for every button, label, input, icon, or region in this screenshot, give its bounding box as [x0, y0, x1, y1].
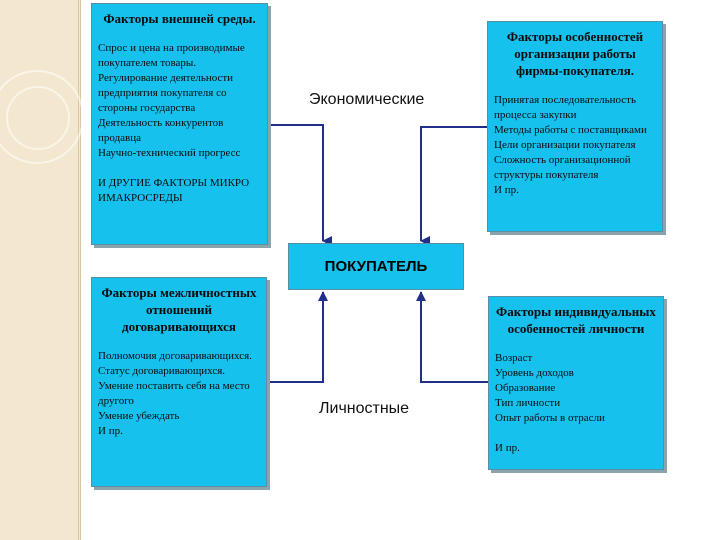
box-item: Спрос и цена на производимые покупателем… — [98, 41, 261, 71]
arrow-bottom-left — [268, 292, 323, 382]
box-item: Сложность организационной структуры поку… — [494, 153, 656, 183]
box-item: Принятая последовательность процесса зак… — [494, 93, 656, 123]
box-title: Факторы межличностных отношений договари… — [98, 284, 260, 335]
box-item: Уровень доходов — [495, 366, 657, 381]
arrow-top-right — [421, 127, 487, 241]
factor-box-individual: Факторы индивидуальных особенностей личн… — [488, 296, 664, 470]
box-item: Умение поставить себя на место другого — [98, 379, 260, 409]
box-item: Возраст — [495, 351, 657, 366]
box-item: Цели организации покупателя — [494, 138, 656, 153]
box-item: Полномочия договаривающихся. — [98, 349, 260, 364]
box-item: И пр. — [495, 441, 657, 456]
box-item: И ДРУГИЕ ФАКТОРЫ МИКРО ИМАКРОСРЕДЫ — [98, 176, 261, 206]
box-item: И пр. — [494, 183, 656, 198]
box-item: Тип личности — [495, 396, 657, 411]
factor-box-external: Факторы внешней среды. Спрос и цена на п… — [91, 3, 268, 245]
arrow-bottom-right — [421, 292, 488, 382]
box-title: Факторы особенностей организации работы … — [494, 28, 656, 79]
box-title: Факторы внешней среды. — [98, 10, 261, 27]
box-item: Статус договаривающихся. — [98, 364, 260, 379]
box-item: Умение убеждать — [98, 409, 260, 424]
box-item: Научно-технический прогресс — [98, 146, 261, 161]
box-item: Регулирование деятельности предприятия п… — [98, 71, 261, 116]
label-economic: Экономические — [309, 91, 424, 109]
box-item: И пр. — [98, 424, 260, 439]
box-item: Образование — [495, 381, 657, 396]
arrow-top-left — [268, 125, 323, 241]
center-buyer-box: ПОКУПАТЕЛЬ — [288, 243, 464, 290]
box-title: Факторы индивидуальных особенностей личн… — [495, 303, 657, 337]
factor-box-organization: Факторы особенностей организации работы … — [487, 21, 663, 232]
box-item: Опыт работы в отрасли — [495, 411, 657, 426]
box-item: Деятельность конкурентов продавца — [98, 116, 261, 146]
label-personal: Личностные — [319, 400, 409, 418]
factor-box-interpersonal: Факторы межличностных отношений договари… — [91, 277, 267, 487]
box-item: Методы работы с поставщиками — [494, 123, 656, 138]
